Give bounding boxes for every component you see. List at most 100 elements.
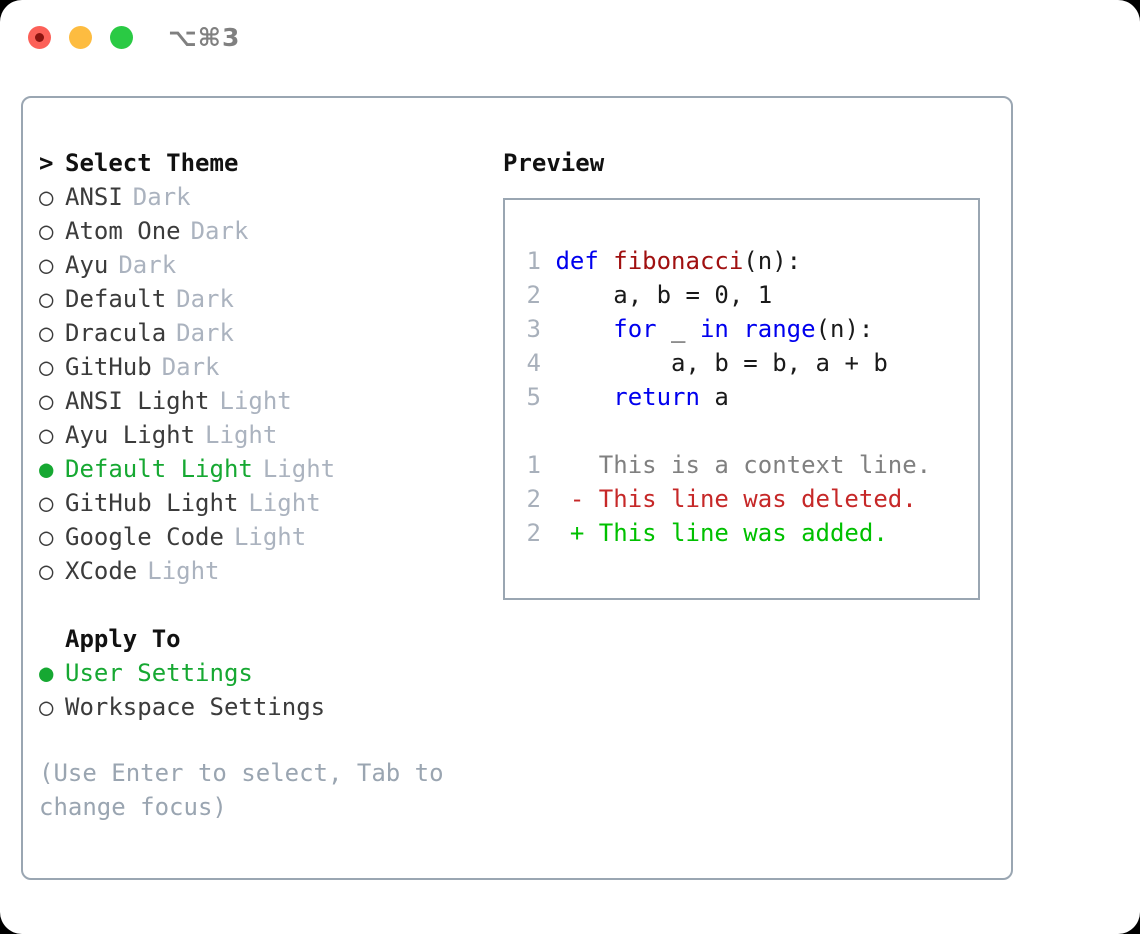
- gutter-space: [541, 383, 555, 411]
- diff-line: 2 + This line was added.: [519, 516, 931, 550]
- apply-to-item-user-settings[interactable]: ● User Settings: [39, 656, 479, 690]
- theme-item-variant-tag: Light: [205, 421, 278, 449]
- theme-item-variant-tag: Light: [219, 387, 292, 415]
- theme-item-label: Atom One: [65, 217, 181, 245]
- radio-unselected-icon: ○: [39, 319, 54, 347]
- theme-item-label: ANSI Light: [65, 387, 210, 415]
- keyboard-shortcut-label: ⌥⌘3: [168, 23, 241, 52]
- theme-item-ayu-light[interactable]: ○ Ayu Light Light: [39, 418, 479, 452]
- theme-item-label: GitHub Light: [65, 489, 239, 517]
- code-token-kw: for: [613, 315, 657, 343]
- code-token-kw: return: [613, 383, 700, 411]
- radio-unselected-icon: ○: [39, 217, 54, 245]
- code-token-plain: (n):: [815, 315, 874, 343]
- apply-to-list: ● User Settings ○ Workspace Settings: [39, 656, 479, 724]
- traffic-light-group: [28, 26, 133, 49]
- line-number: 5: [526, 383, 541, 411]
- maximize-button[interactable]: [110, 26, 133, 49]
- radio-unselected-icon: ○: [39, 387, 54, 415]
- theme-item-label: ANSI: [65, 183, 123, 211]
- theme-item-ansi[interactable]: ○ ANSI Dark: [39, 180, 479, 214]
- theme-item-variant-tag: Light: [262, 455, 336, 483]
- code-line: 2 a, b = 0, 1: [519, 278, 931, 312]
- diff-line: 2 - This line was deleted.: [519, 482, 931, 516]
- theme-item-label: Ayu: [65, 251, 109, 279]
- code-token-plain: (n):: [743, 247, 802, 275]
- line-number: 1: [526, 247, 541, 275]
- theme-item-label: Google Code: [65, 523, 224, 551]
- code-token-plain: _: [656, 315, 700, 343]
- title-bar: ⌥⌘3: [0, 0, 1140, 78]
- theme-item-variant-tag: Dark: [132, 183, 191, 211]
- preview-title: Preview: [503, 149, 605, 177]
- radio-unselected-icon: ○: [39, 557, 54, 585]
- code-diff-separator: [519, 414, 931, 448]
- radio-unselected-icon: ○: [39, 285, 54, 313]
- theme-item-label: Default: [65, 285, 167, 313]
- theme-item-github-light[interactable]: ○ GitHub Light Light: [39, 486, 479, 520]
- code-line: 3 for _ in range(n):: [519, 312, 931, 346]
- theme-item-xcode[interactable]: ○ XCode Light: [39, 554, 479, 588]
- theme-item-variant-tag: Light: [233, 523, 307, 551]
- code-token-plain: [555, 315, 613, 343]
- list-spacer: [39, 588, 479, 622]
- gutter-space: [541, 247, 555, 275]
- apply-to-item-label: Workspace Settings: [65, 693, 326, 721]
- theme-item-label: Dracula: [65, 319, 167, 347]
- radio-unselected-icon: ○: [39, 353, 54, 381]
- theme-item-label: GitHub: [65, 353, 152, 381]
- select-theme-heading: >Select Theme: [39, 146, 479, 180]
- theme-item-label: Ayu Light: [65, 421, 196, 449]
- theme-item-ansi-light[interactable]: ○ ANSI Light Light: [39, 384, 479, 418]
- apply-to-item-workspace-settings[interactable]: ○ Workspace Settings: [39, 690, 479, 724]
- diff-text-add: + This line was added.: [541, 519, 888, 547]
- apply-to-item-label: User Settings: [65, 659, 253, 687]
- line-number: 2: [526, 519, 541, 547]
- theme-item-variant-tag: Dark: [176, 319, 234, 347]
- theme-item-atom-one[interactable]: ○ Atom One Dark: [39, 214, 479, 248]
- radio-unselected-icon: ○: [39, 523, 54, 551]
- code-token-kw: in range: [699, 315, 816, 343]
- close-button[interactable]: [28, 26, 51, 49]
- radio-unselected-icon: ○: [39, 489, 54, 517]
- theme-item-label: XCode: [65, 557, 138, 585]
- minimize-button[interactable]: [69, 26, 92, 49]
- code-token-kw: def: [555, 247, 614, 275]
- code-line: 1 def fibonacci(n):: [519, 244, 931, 278]
- theme-item-github[interactable]: ○ GitHub Dark: [39, 350, 479, 384]
- theme-item-google-code[interactable]: ○ Google Code Light: [39, 520, 479, 554]
- prompt-caret-icon: >: [39, 149, 54, 177]
- theme-item-variant-tag: Dark: [190, 217, 249, 245]
- line-number: 1: [526, 451, 541, 479]
- code-line: 4 a, b = b, a + b: [519, 346, 931, 380]
- radio-unselected-icon: ○: [39, 693, 54, 721]
- theme-item-dracula[interactable]: ○ Dracula Dark: [39, 316, 479, 350]
- theme-item-variant-tag: Light: [248, 489, 321, 517]
- keyboard-hint-text: (Use Enter to select, Tab to change focu…: [39, 759, 459, 821]
- radio-selected-icon: ●: [39, 455, 54, 483]
- gutter-space: [541, 349, 555, 377]
- code-token-plain: [555, 383, 613, 411]
- theme-item-variant-tag: Light: [147, 557, 220, 585]
- line-number: 3: [526, 315, 541, 343]
- preview-column: Preview 1 def fibonacci(n):2 a, b = 0, 1…: [503, 146, 998, 600]
- radio-unselected-icon: ○: [39, 421, 54, 449]
- gutter-space: [541, 281, 555, 309]
- radio-unselected-icon: ○: [39, 183, 54, 211]
- diff-text-ctx: This is a context line.: [541, 451, 932, 479]
- diff-line: 1 This is a context line.: [519, 448, 932, 482]
- radio-selected-icon: ●: [39, 659, 54, 687]
- theme-item-variant-tag: Dark: [161, 353, 220, 381]
- line-number: 2: [526, 485, 541, 513]
- theme-item-variant-tag: Dark: [118, 251, 177, 279]
- code-token-plain: a, b = b, a + b: [555, 349, 888, 377]
